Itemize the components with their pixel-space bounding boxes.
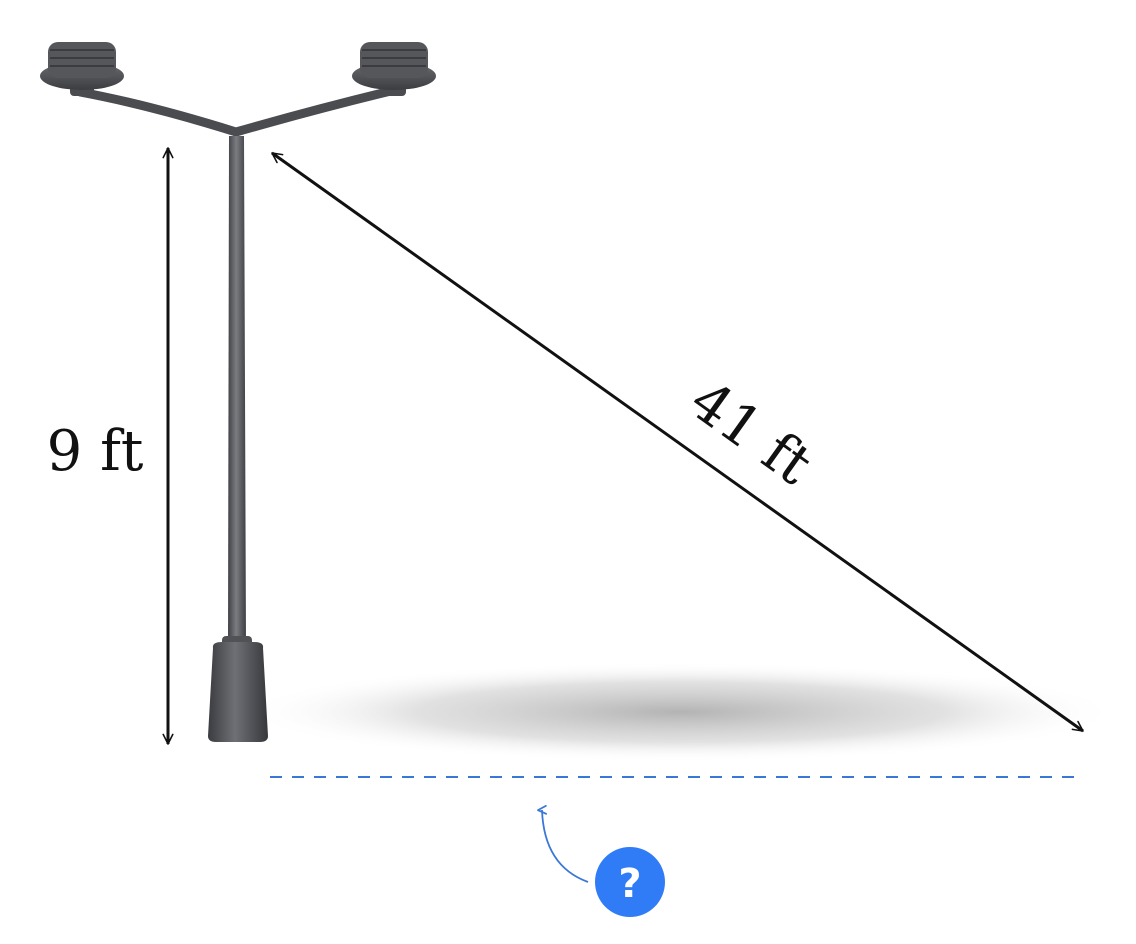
hypotenuse-arrow — [271, 151, 1084, 733]
hypotenuse-label: 41 ft — [678, 368, 824, 498]
question-mark-icon: ? — [595, 847, 665, 917]
pointer-arrow — [537, 804, 589, 883]
left-lamp-head — [40, 42, 124, 96]
pole-base — [208, 642, 268, 742]
right-lamp-head — [352, 42, 436, 96]
unknown-label: ? — [618, 861, 641, 907]
street-lamp-icon — [40, 42, 436, 742]
height-label: 9 ft — [47, 419, 144, 484]
pole-shaft — [228, 136, 246, 648]
ground-shadow — [240, 662, 1120, 762]
